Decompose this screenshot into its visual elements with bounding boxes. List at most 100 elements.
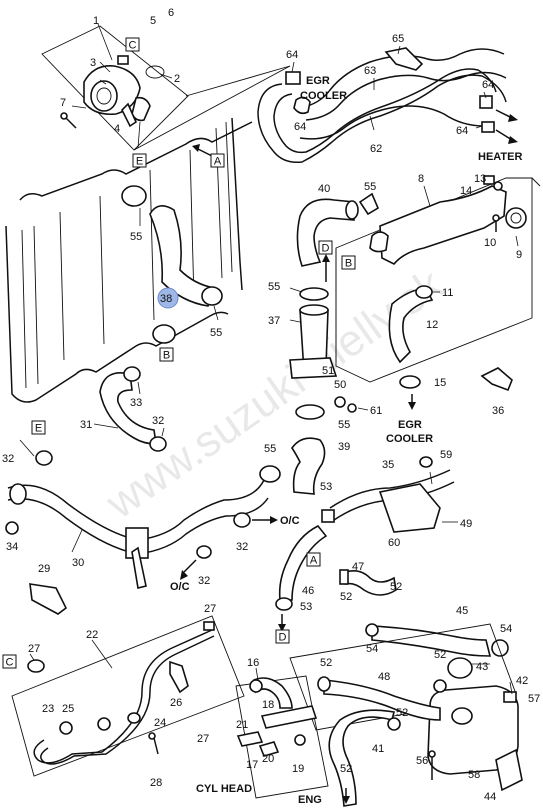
- water-outlet-8: [358, 175, 527, 265]
- callout-27c: 27: [197, 733, 209, 745]
- callout-64: 64: [286, 49, 298, 61]
- callout-54b: 54: [500, 623, 512, 635]
- callout-8: 8: [418, 173, 424, 185]
- callout-13: 13: [474, 173, 486, 185]
- hose-48: [323, 679, 441, 721]
- callout-12: 12: [426, 319, 438, 331]
- caption-egr-cooler-mid-1: EGR: [398, 419, 422, 431]
- clamps-32: [180, 512, 278, 580]
- pipe-22-panel: [11, 615, 245, 777]
- callout-39: 39: [338, 441, 350, 453]
- callout-36: 36: [492, 405, 504, 417]
- callout-56: 56: [416, 755, 428, 767]
- hose-41: [328, 709, 395, 807]
- hose-47: [345, 570, 397, 596]
- callout-26: 26: [170, 697, 182, 709]
- caption-cyl-head: CYL HEAD: [196, 783, 252, 795]
- callout-52d: 52: [434, 649, 446, 661]
- callout-6: 6: [168, 7, 174, 19]
- connector-box-e-top: E: [132, 153, 147, 168]
- callout-5: 5: [150, 15, 156, 27]
- svg-text:B: B: [163, 350, 170, 362]
- callout-19: 19: [292, 763, 304, 775]
- caption-oc-right: O/C: [280, 515, 300, 527]
- callout-62: 62: [370, 143, 382, 155]
- callout-14: 14: [460, 185, 472, 197]
- callout-50: 50: [334, 379, 346, 391]
- connector-box-d-top: D: [318, 240, 333, 255]
- clamp-15: [399, 375, 421, 389]
- callout-58: 58: [468, 769, 480, 781]
- callout-52c: 52: [320, 657, 332, 669]
- connector-box-b-left: B: [159, 347, 174, 362]
- caption-egr-cooler-top-2: COOLER: [300, 90, 347, 102]
- callout-33: 33: [130, 397, 142, 409]
- callout-55b: 55: [210, 327, 222, 339]
- callout-29: 29: [38, 563, 50, 575]
- egr-hoses: [257, 45, 518, 164]
- callout-16: 16: [247, 657, 259, 669]
- callout-65: 65: [392, 33, 404, 45]
- callout-27: 27: [204, 603, 216, 615]
- hose-31: [93, 366, 167, 452]
- clamp-53: [275, 597, 293, 611]
- thermostat-inset: [41, 23, 291, 151]
- callout-63: 63: [364, 65, 376, 77]
- callout-55d: 55: [268, 281, 280, 293]
- svg-text:C: C: [129, 40, 137, 52]
- cyl-head-inset: [235, 667, 329, 799]
- clamp-27-c: [27, 659, 45, 673]
- callout-4: 4: [114, 123, 120, 135]
- svg-text:C: C: [6, 657, 14, 669]
- pipe-35: [321, 456, 458, 533]
- connector-box-d-mid: D: [275, 629, 290, 644]
- clamp-52-c: [433, 679, 447, 693]
- callout-23: 23: [42, 703, 54, 715]
- callout-9: 9: [516, 249, 522, 261]
- callout-15: 15: [434, 377, 446, 389]
- callout-41: 41: [372, 743, 384, 755]
- clamp-52-b: [317, 676, 331, 692]
- callout-28: 28: [150, 777, 162, 789]
- callout-47: 47: [352, 561, 364, 573]
- callout-11: 11: [442, 287, 453, 299]
- callout-44: 44: [484, 791, 496, 803]
- callout-55c: 55: [364, 181, 376, 193]
- part-callouts: 1 2 3 4 5 6 7 8 9 10 11 12 13 14 15 16 1…: [2, 7, 540, 803]
- connector-box-a-mid: A: [306, 552, 321, 567]
- pipe-37: [289, 287, 338, 420]
- callout-7: 7: [60, 97, 66, 109]
- connector-box-b-right: B: [341, 255, 356, 270]
- radiator: [5, 117, 253, 403]
- hose-46: [278, 524, 328, 601]
- caption-egr-cooler-mid-2: COOLER: [386, 433, 433, 445]
- callout-10: 10: [484, 237, 496, 249]
- callout-17: 17: [246, 759, 258, 771]
- callout-64d: 64: [456, 125, 468, 137]
- callout-34: 34: [6, 541, 18, 553]
- callout-53b: 53: [300, 601, 312, 613]
- radiator-hose-38: [121, 185, 223, 344]
- connector-box-a-top: A: [210, 153, 225, 168]
- bracket-29: [29, 583, 68, 615]
- callout-55f: 55: [264, 443, 276, 455]
- callout-64b: 64: [294, 121, 306, 133]
- callout-24: 24: [154, 717, 166, 729]
- callout-60: 60: [388, 537, 400, 549]
- svg-text:A: A: [310, 555, 318, 567]
- callout-54: 54: [366, 643, 378, 655]
- callout-49: 49: [460, 518, 472, 530]
- clamp-52-d: [387, 717, 401, 731]
- callout-38: 38: [160, 293, 172, 305]
- fitting-50-61: [334, 396, 369, 413]
- callout-22: 22: [86, 629, 98, 641]
- hose-39: [291, 437, 326, 495]
- hose-40-end: [345, 200, 359, 220]
- callout-2: 2: [174, 73, 180, 85]
- pipe-30: [5, 439, 269, 589]
- callout-59: 59: [440, 449, 452, 461]
- callout-32: 32: [152, 415, 164, 427]
- callout-27b: 27: [28, 643, 40, 655]
- engine-outline: [335, 177, 541, 383]
